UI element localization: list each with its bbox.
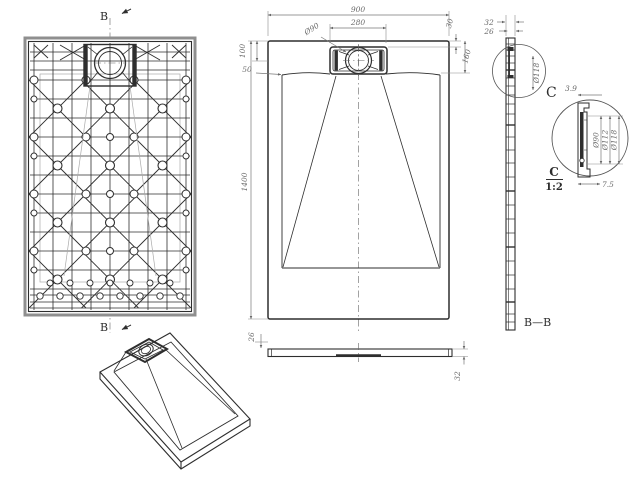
section-arrow-icon xyxy=(121,324,132,330)
section-view-bb: 32 26 Ø118 C B—B xyxy=(483,15,557,331)
section-label-b-top: B xyxy=(100,10,108,23)
section-label-b-bottom: B xyxy=(100,321,108,334)
section-ticks xyxy=(506,43,515,323)
dim-280: 280 xyxy=(350,18,366,27)
drain-isometric xyxy=(123,337,170,364)
top-view: 900 280 Ø90 30 160 100 50 1400 xyxy=(238,5,473,332)
dim-900: 900 xyxy=(351,5,366,14)
section-name-bb: B—B xyxy=(524,316,551,329)
dim-30: 30 xyxy=(444,17,455,29)
section-arrow-icon xyxy=(121,8,132,14)
dim-7-5: 7.5 xyxy=(602,180,614,189)
detail-circle-c xyxy=(492,44,546,98)
detail-view-c: 3.9 Ø90 Ø112 Ø118 7.5 C 1:2 xyxy=(545,84,629,193)
dim-dia90-detail: Ø90 xyxy=(592,132,601,149)
detail-scale: 1:2 xyxy=(545,182,563,193)
dim-100: 100 xyxy=(238,44,247,59)
dim-32-section: 32 xyxy=(484,18,494,27)
dim-dia118-section: Ø118 xyxy=(532,63,541,85)
drain-bottom-view xyxy=(83,43,137,87)
isometric-view xyxy=(99,332,251,470)
drain-top-view xyxy=(329,45,388,76)
front-view: 26 32 xyxy=(247,332,468,381)
bottom-view: B B xyxy=(23,8,197,334)
rib-pattern xyxy=(28,43,192,310)
dim-3-9: 3.9 xyxy=(565,84,577,93)
dim-1400: 1400 xyxy=(240,172,249,191)
dim-26-section: 26 xyxy=(483,27,494,36)
detail-title-c: C xyxy=(549,165,559,179)
dim-160: 160 xyxy=(460,48,472,64)
dim-50: 50 xyxy=(242,65,252,74)
dim-dia112-detail: Ø112 xyxy=(601,130,610,152)
detail-label-c: C xyxy=(546,85,557,101)
dim-dia90: Ø90 xyxy=(302,21,321,38)
dim-26-front: 26 xyxy=(247,332,256,343)
dim-32-front: 32 xyxy=(453,371,462,381)
dim-dia118-detail: Ø118 xyxy=(610,130,619,152)
